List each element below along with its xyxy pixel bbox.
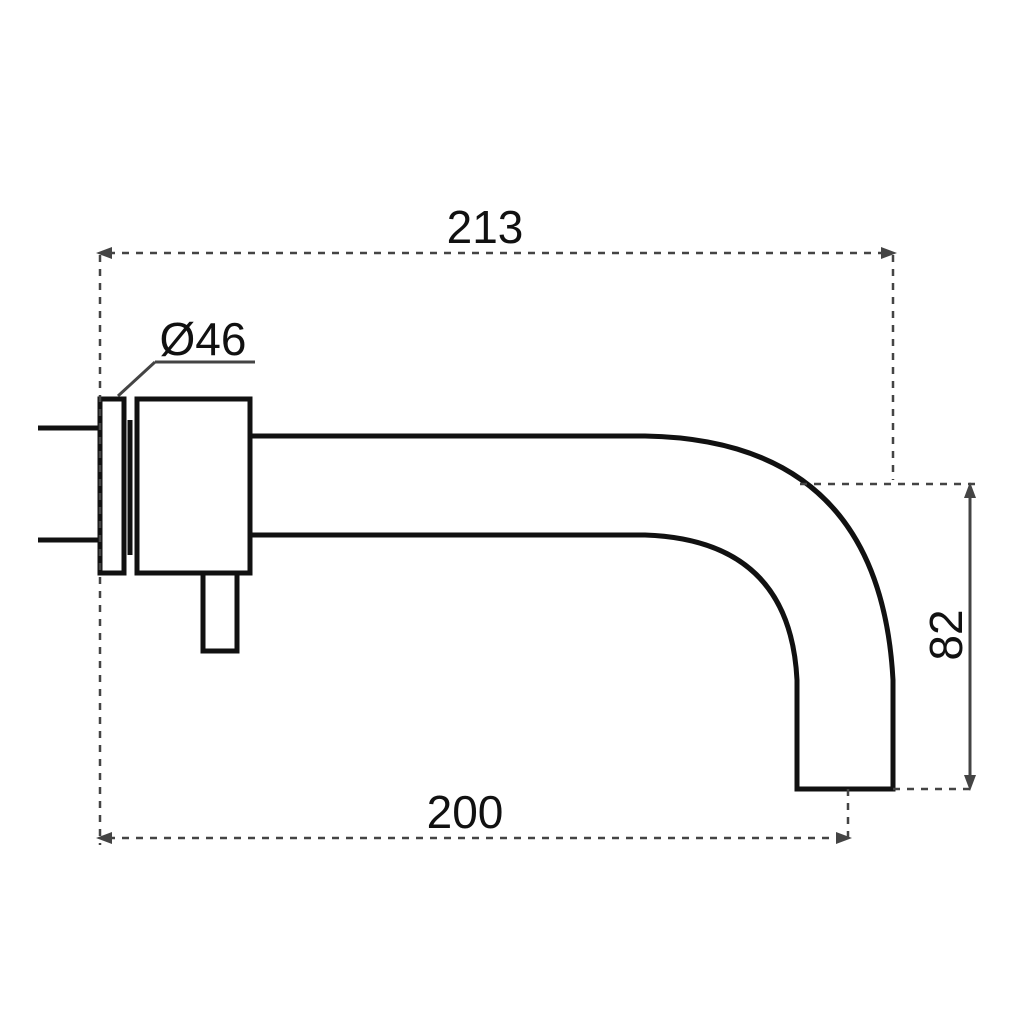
dimension-82: 82: [920, 482, 976, 791]
lever-handle: [200, 570, 240, 654]
dimension-213: 213: [96, 201, 897, 259]
dimension-200: 200: [96, 786, 852, 844]
wall-pipes: [38, 425, 100, 543]
dimension-213-label: 213: [447, 201, 524, 253]
valve-body: [134, 396, 253, 576]
diameter-callout: Ø46: [116, 313, 255, 398]
spout: [250, 433, 896, 792]
dimension-200-label: 200: [427, 786, 504, 838]
dimension-82-label: 82: [920, 609, 972, 660]
diameter-label: Ø46: [160, 313, 247, 365]
extension-lines: [98, 255, 975, 845]
wall-flange: [97, 396, 127, 576]
